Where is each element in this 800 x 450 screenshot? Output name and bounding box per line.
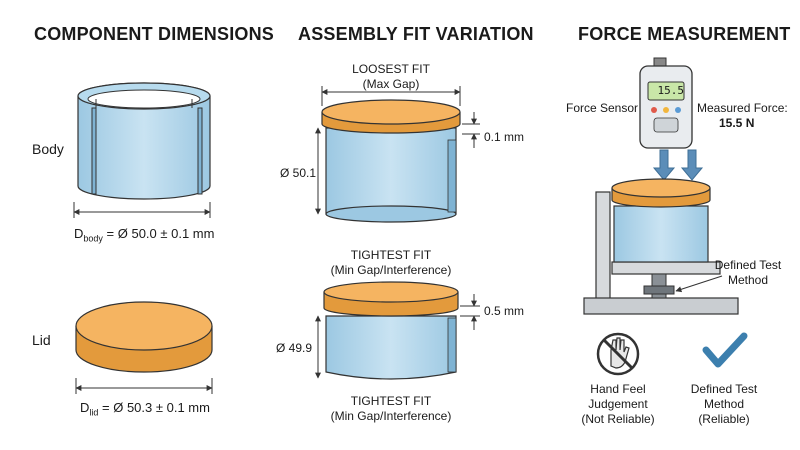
force-gauge-icon — [639, 57, 693, 149]
tight-fit-assembly — [323, 281, 459, 380]
gauge-display: 15.5 — [657, 84, 685, 97]
tight-diameter-label: Ø 49.9 — [276, 341, 313, 355]
loose-diameter-label: Ø 50.1 — [280, 166, 317, 180]
no-hand-icon — [596, 332, 640, 376]
measured-force-label: Measured Force:15.5 N — [697, 101, 788, 130]
lid-dimension: Dlid = Ø 50.3 ± 0.1 mm — [80, 400, 210, 418]
down-arrow-icon — [652, 149, 704, 181]
body-component — [77, 82, 211, 200]
section-title-component: COMPONENT DIMENSIONS — [34, 24, 275, 44]
section-title-assembly: ASSEMBLY FIT VARIATION — [298, 24, 534, 44]
tight-fit-title: TIGHTEST FIT(Min Gap/Interference) — [330, 248, 452, 277]
body-dimension: Dbody = Ø 50.0 ± 0.1 mm — [74, 226, 215, 244]
loose-gap-label: 0.1 mm — [484, 130, 525, 144]
lid-component — [75, 301, 213, 373]
force-sensor-label: Force Sensor — [566, 101, 639, 115]
test-stand — [583, 178, 739, 315]
tight-gap-label: 0.5 mm — [484, 304, 525, 318]
tight-fit-caption: TIGHTEST FIT(Min Gap/Interference) — [330, 394, 452, 423]
loose-fit-assembly — [321, 99, 461, 223]
section-title-force: FORCE MEASUREMENT — [578, 24, 791, 44]
loose-fit-title: LOOSEST FIT(Max Gap) — [352, 62, 430, 91]
body-label: Body — [32, 141, 64, 157]
lid-label: Lid — [32, 332, 51, 348]
checkmark-icon — [702, 332, 748, 368]
